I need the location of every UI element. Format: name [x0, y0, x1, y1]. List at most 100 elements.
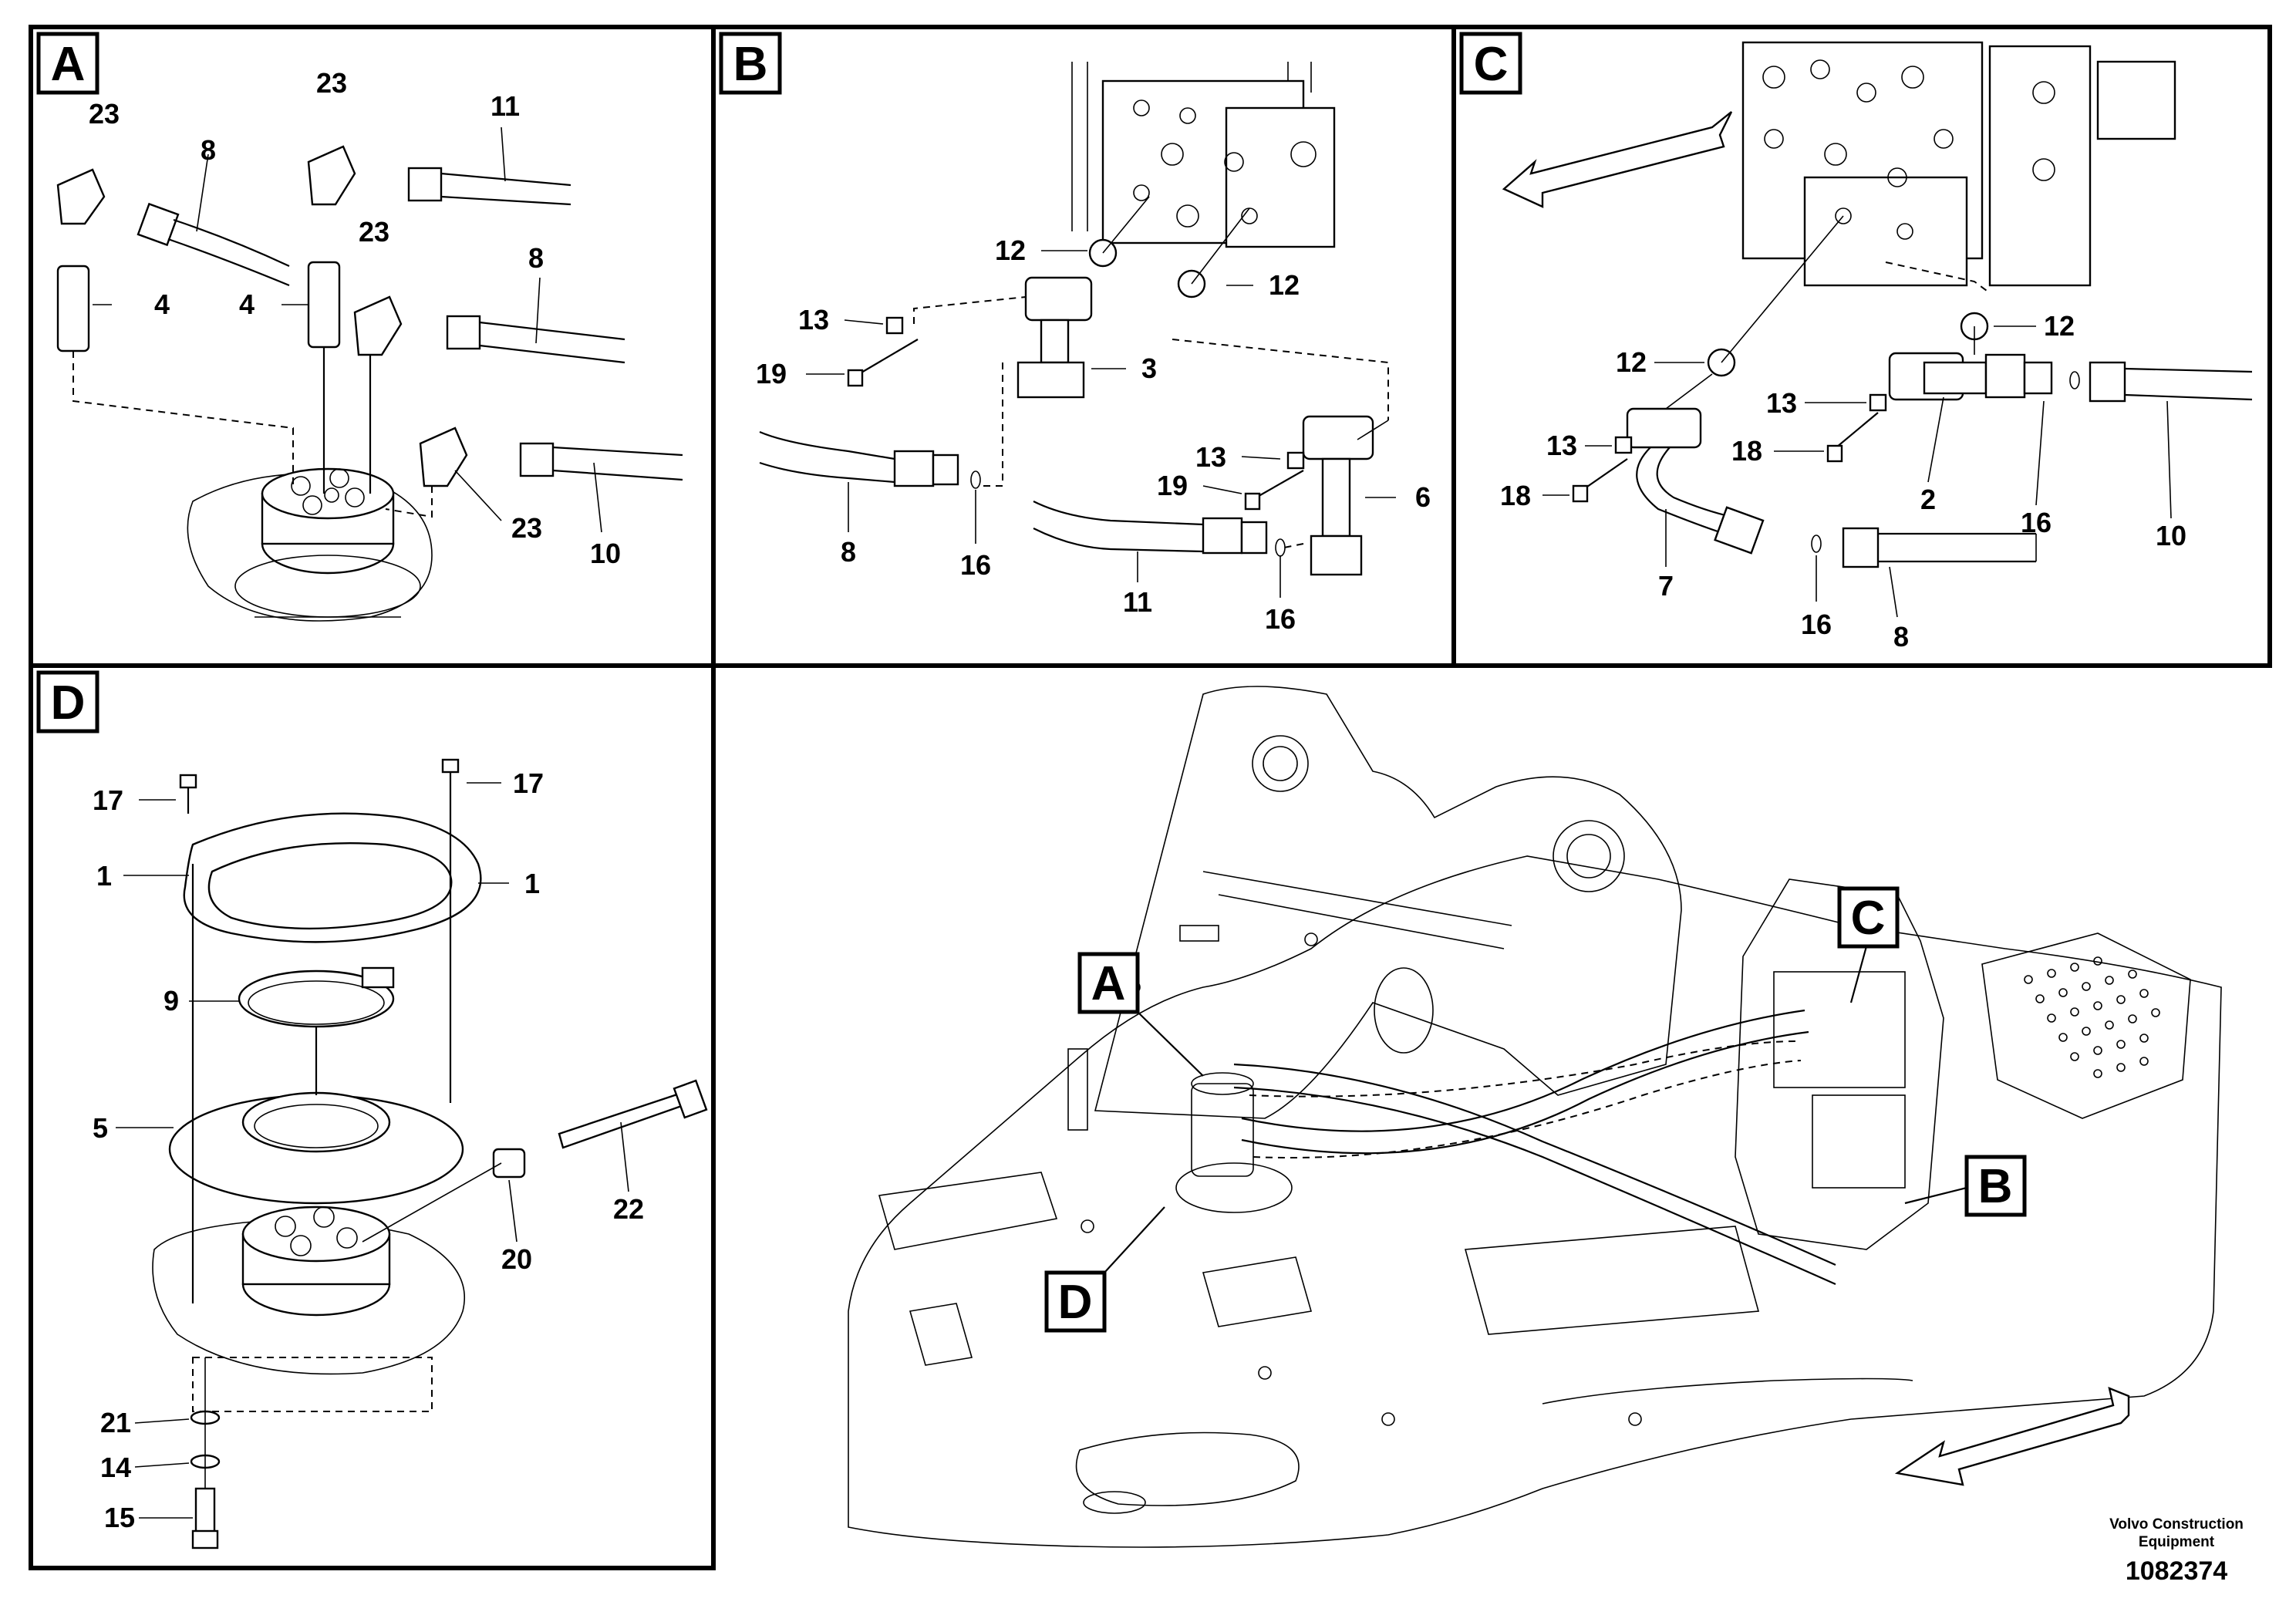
elbow-23c [353, 295, 403, 356]
panel-b-label: 6 [1415, 481, 1431, 513]
panel-c-label: 16 [2021, 507, 2052, 538]
panel-b-label: 11 [1123, 586, 1152, 618]
panel-b-label: 8 [841, 536, 856, 568]
swivel-joint-d [152, 1206, 466, 1412]
screw-19b [1244, 470, 1304, 511]
control-valve-c [1741, 41, 2176, 287]
panel-d-frame [29, 663, 716, 1570]
panel-c-label: 2 [1920, 484, 1936, 515]
panel-a-label: 8 [201, 134, 216, 166]
panel-c-label: 12 [2044, 310, 2075, 342]
hose-8a [137, 202, 290, 287]
screw-18b [1826, 412, 1879, 463]
svg-text:C: C [1851, 892, 1886, 945]
callout-c: C [1837, 886, 1900, 1003]
panel-c-label: 8 [1893, 621, 1909, 653]
control-valve-b [1071, 62, 1336, 248]
panel-b-label: 13 [1195, 441, 1226, 473]
panel-b-label: 19 [1157, 470, 1188, 501]
panel-d: D [36, 670, 708, 1549]
panel-d-label: 15 [104, 1502, 135, 1533]
panel-b-letter: B [733, 38, 768, 91]
panel-b-label: 19 [756, 358, 787, 389]
screw-13d [1869, 393, 1887, 412]
panel-b-label: 12 [1269, 269, 1300, 301]
hose-8-b [759, 430, 981, 489]
document-number: 1082374 [2126, 1556, 2227, 1586]
svg-text:D: D [1058, 1276, 1093, 1329]
cooling-grille [1981, 932, 2191, 1119]
panel-a-label: 4 [154, 288, 170, 320]
hose-8b [446, 315, 625, 364]
panel-a-label: 23 [316, 67, 347, 99]
swivel-joint-a [187, 467, 433, 622]
panel-d-label: 22 [613, 1193, 644, 1225]
panel-c-label: 13 [1546, 430, 1577, 461]
elbow-23d [419, 427, 468, 487]
panel-c-label: 13 [1766, 387, 1797, 419]
tube-7 [1626, 407, 1822, 555]
panel-d-label: 9 [164, 985, 179, 1017]
panel-b-label: 13 [798, 304, 829, 336]
panel-a-label: 8 [528, 242, 544, 274]
panel-a-label: 23 [359, 216, 389, 248]
panel-c-frame [1451, 25, 2272, 668]
hose-11 [407, 167, 571, 206]
fitting-4b [307, 261, 341, 349]
screw-13c [1614, 436, 1633, 454]
panel-d-label: 17 [93, 784, 123, 816]
screw-19a [847, 339, 919, 387]
hose-10-c [2089, 361, 2253, 403]
callout-a: A [1077, 952, 1204, 1077]
callout-d: D [1044, 1206, 1165, 1333]
panel-b-label: 16 [960, 549, 991, 581]
panel-d-label: 1 [96, 860, 112, 892]
hose-10 [519, 442, 683, 481]
panel-b: B [719, 32, 1431, 635]
overview-illustration: A C B D [848, 686, 2222, 1548]
panel-d-label: 5 [93, 1112, 108, 1144]
panel-a-letter-box [36, 32, 99, 95]
plate-5 [168, 1091, 464, 1205]
panel-c-letter: C [1474, 38, 1509, 91]
clamp-9 [238, 966, 395, 1028]
panel-c: C [1459, 32, 2253, 653]
panel-a-letter: A [51, 38, 86, 91]
screw-13b [1286, 451, 1305, 470]
panel-c-label: 10 [2156, 520, 2186, 551]
company-name-line2: Equipment [2139, 1534, 2215, 1550]
screw-13a [885, 316, 904, 335]
flange-2 [1888, 352, 2080, 401]
callout-b: B [1904, 1155, 2027, 1217]
panel-d-label: 20 [501, 1243, 532, 1275]
panel-c-label: 7 [1658, 570, 1674, 602]
svg-text:B: B [1978, 1160, 2013, 1213]
panel-c-label: 16 [1801, 609, 1832, 640]
fitting-4a [56, 265, 90, 352]
company-name-line1: Volvo Construction [2109, 1516, 2244, 1533]
panel-a-label: 11 [491, 90, 520, 122]
panel-a-label: 23 [511, 512, 542, 544]
panel-a-label: 10 [590, 538, 621, 569]
panel-c-label: 12 [1616, 346, 1647, 378]
panel-d-letter-box [36, 670, 99, 733]
nut-20 [492, 1148, 526, 1179]
direction-arrow-overview [1894, 1387, 2130, 1486]
hose-8-c [1842, 527, 2036, 568]
panel-d-label: 14 [100, 1452, 131, 1483]
panel-b-letter-box [719, 32, 782, 95]
panel-a-label: 23 [89, 98, 120, 130]
panel-b-label: 12 [995, 234, 1026, 266]
elbow-23b [307, 145, 356, 206]
plate-1 [183, 812, 482, 943]
screw-15 [191, 1487, 219, 1549]
panel-d-label: 1 [524, 868, 540, 899]
flange-3 [1017, 276, 1093, 399]
flange-6 [1302, 415, 1374, 576]
panel-a: A [36, 32, 683, 622]
direction-arrow-c [1502, 111, 1733, 208]
panel-b-label: 3 [1141, 352, 1157, 384]
bolt-22 [558, 1079, 708, 1149]
bolt-17a [179, 774, 197, 814]
